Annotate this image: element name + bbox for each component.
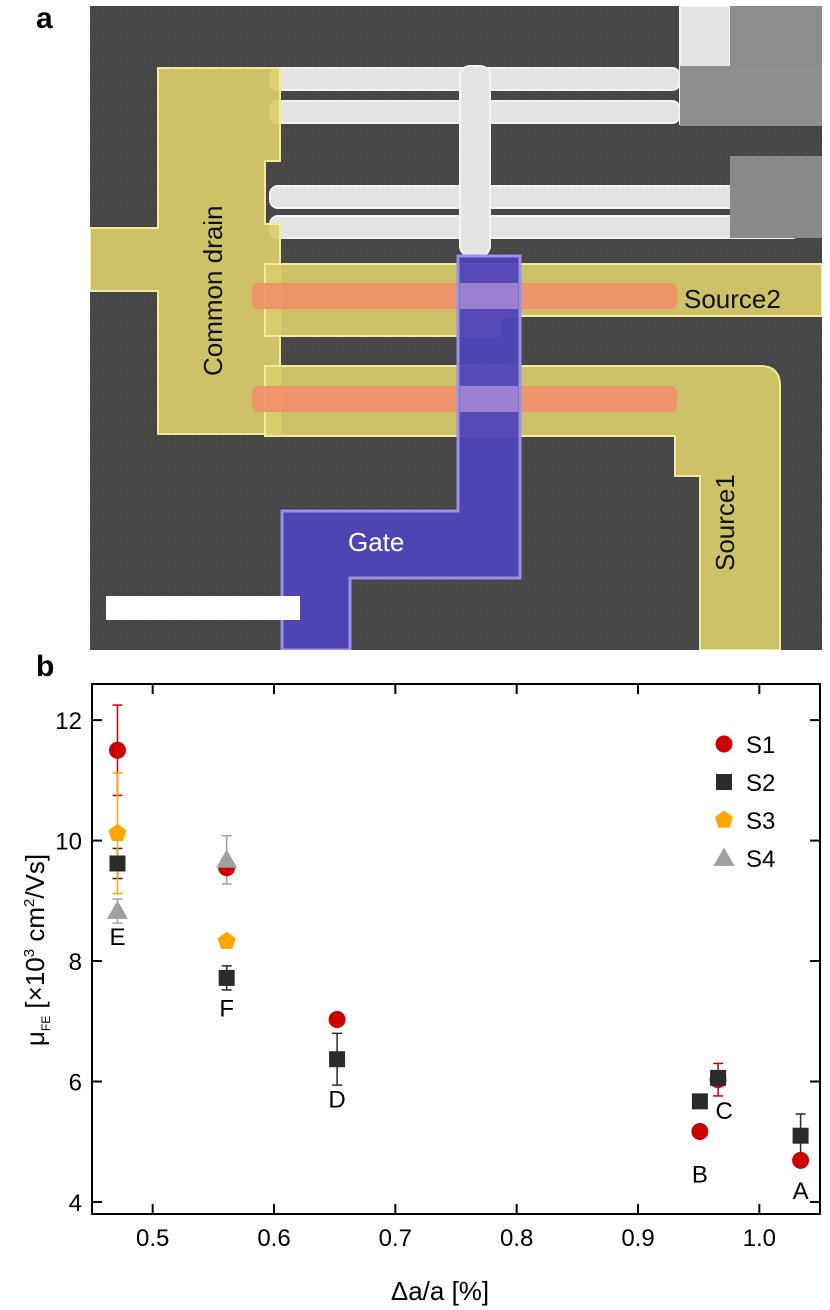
legend-label-s4: S4 <box>746 846 775 873</box>
x-tick-label: 0.7 <box>379 1225 412 1252</box>
y-tick-label: 8 <box>69 949 82 976</box>
y-tick-label: 6 <box>69 1070 82 1097</box>
data-point-s2 <box>691 1093 708 1110</box>
data-point-s1 <box>691 1122 709 1140</box>
legend-marker-s3 <box>715 810 733 828</box>
panel-label-a: a <box>36 2 53 35</box>
error-bars <box>112 704 806 1159</box>
y-ticks: 4 6 8 10 12 <box>55 708 820 1217</box>
data-point-s2 <box>109 855 126 872</box>
point-annotation: C <box>715 1098 732 1125</box>
label-source1: Source1 <box>710 474 740 571</box>
x-tick-label: 0.8 <box>500 1225 533 1252</box>
gate-electrode <box>280 254 522 650</box>
metal-pad-upper <box>680 66 822 126</box>
y-tick-label: 4 <box>69 1190 82 1217</box>
data-point-s2 <box>329 1051 346 1068</box>
label-source2: Source2 <box>684 284 781 314</box>
x-tick-label: 1.0 <box>743 1225 776 1252</box>
legend-marker-s2 <box>716 774 732 790</box>
x-ticks: 0.5 0.6 0.7 0.8 0.9 1.0 <box>136 684 776 1252</box>
data-point-s4 <box>216 849 238 868</box>
mobility-chart: 0.5 0.6 0.7 0.8 0.9 1.0 4 6 8 10 12 E F D B C A S1S2S3… <box>20 683 821 1306</box>
x-tick-label: 0.9 <box>621 1225 654 1252</box>
data-point-s1 <box>792 1151 810 1169</box>
data-point-s3 <box>108 823 127 841</box>
x-axis-label: Δa/a [%] <box>391 1276 489 1306</box>
label-common-drain: Common drain <box>198 205 228 376</box>
metal-pad-right <box>730 156 822 238</box>
x-tick-label: 0.5 <box>136 1225 169 1252</box>
plot-frame <box>91 683 821 1215</box>
data-point-s3 <box>217 931 236 949</box>
point-annotations: E F D B C A <box>109 924 808 1205</box>
legend-marker-s4 <box>713 847 735 866</box>
point-annotation: E <box>109 924 125 951</box>
data-point-s2 <box>710 1069 727 1086</box>
legend-label-s1: S1 <box>746 732 775 759</box>
point-annotation: D <box>328 1086 345 1113</box>
scale-bar <box>106 596 300 620</box>
data-point-s1 <box>108 741 126 759</box>
point-annotation: F <box>219 995 234 1022</box>
point-annotation: A <box>793 1178 809 1205</box>
data-point-s2 <box>218 969 235 986</box>
panel-label-b: b <box>36 650 55 683</box>
data-point-s4 <box>106 900 128 919</box>
sem-micrograph: Common drain Source2 Source1 Gate <box>90 6 822 650</box>
label-gate: Gate <box>348 527 404 557</box>
y-tick-label: 12 <box>55 708 82 735</box>
y-tick-label: 10 <box>55 829 82 856</box>
x-tick-label: 0.6 <box>257 1225 290 1252</box>
point-annotation: B <box>692 1162 708 1189</box>
data-point-s1 <box>328 1010 346 1028</box>
legend-marker-s1 <box>715 735 733 753</box>
y-axis-label: μFE [×103 cm2/Vs] <box>20 854 53 1046</box>
legend-label-s3: S3 <box>746 808 775 835</box>
data-point-s2 <box>792 1127 809 1144</box>
data-markers <box>106 741 810 1169</box>
legend-label-s2: S2 <box>746 770 775 797</box>
metal-pad <box>730 6 822 76</box>
